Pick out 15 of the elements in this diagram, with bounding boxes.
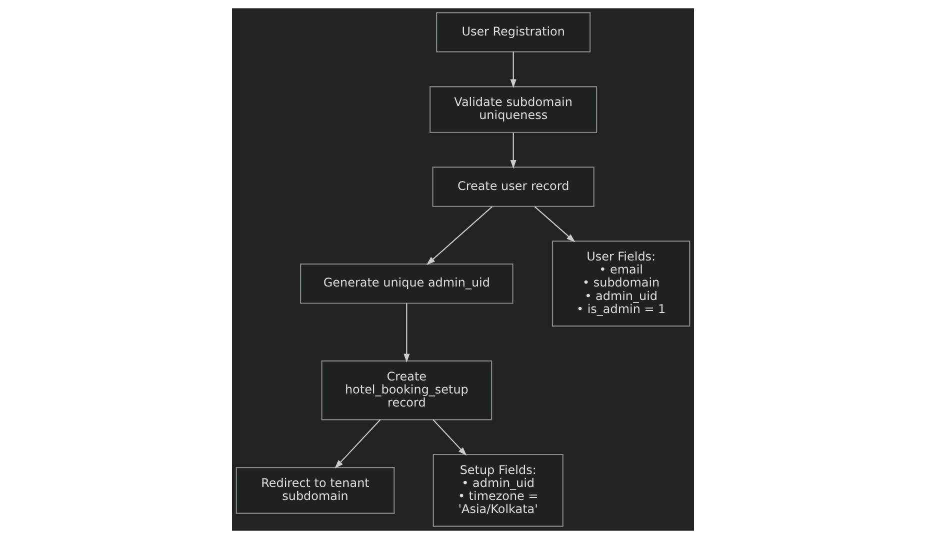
arrow	[432, 419, 466, 456]
node-box: Redirect to tenant subdomain	[235, 467, 394, 514]
node-box: Create user record	[432, 166, 594, 207]
node-box: Create hotel_booking_setup record	[320, 360, 492, 420]
node-box: Setup Fields: • admin_uid • timezone = 'Asia/Kolkata'	[432, 454, 563, 527]
node-box: Generate unique admin_uid	[300, 264, 513, 304]
arrow	[334, 419, 380, 468]
arrow	[403, 303, 410, 362]
node-box: User Fields: • email • subdomain • admin_uid • is_admin = 1	[551, 240, 690, 327]
arrow	[510, 52, 516, 88]
node-box: User Registration	[436, 12, 590, 52]
arrow	[426, 206, 492, 265]
arrow	[510, 132, 516, 169]
node-box: Validate subdomain uniqueness	[429, 86, 597, 133]
arrow	[534, 206, 575, 242]
